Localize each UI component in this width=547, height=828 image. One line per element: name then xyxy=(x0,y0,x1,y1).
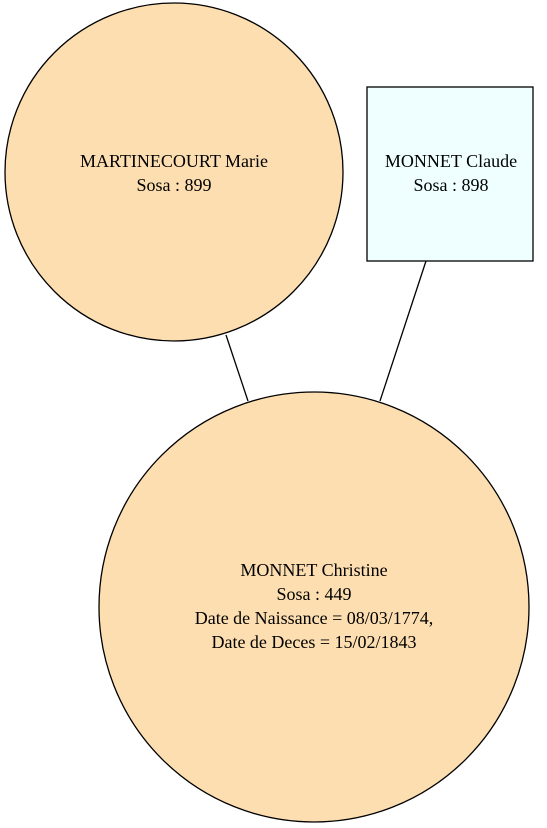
node-shape-circle xyxy=(4,2,344,342)
node-sosa-label: Sosa : 898 xyxy=(413,175,488,195)
node-martinecourt-marie[interactable]: MARTINECOURT Marie Sosa : 899 xyxy=(4,2,344,342)
node-name-label: MONNET Claude xyxy=(385,151,517,171)
edge-monnet-claude-to-monnet-christine xyxy=(379,260,427,402)
node-shape-circle xyxy=(98,391,530,823)
node-monnet-claude[interactable]: MONNET Claude Sosa : 898 xyxy=(366,86,534,262)
edge-martinecourt-marie-to-monnet-christine xyxy=(225,334,249,402)
node-shape-box xyxy=(366,86,534,262)
node-name-label: MARTINECOURT Marie xyxy=(80,151,268,171)
node-sosa-label: Sosa : 449 xyxy=(276,584,351,604)
node-birth-date-label: Date de Naissance = 08/03/1774, xyxy=(195,608,434,628)
node-name-label: MONNET Christine xyxy=(240,560,387,580)
node-death-date-label: Date de Deces = 15/02/1843 xyxy=(211,632,416,652)
node-sosa-label: Sosa : 899 xyxy=(136,175,211,195)
node-monnet-christine[interactable]: MONNET Christine Sosa : 449 Date de Nais… xyxy=(98,391,530,823)
